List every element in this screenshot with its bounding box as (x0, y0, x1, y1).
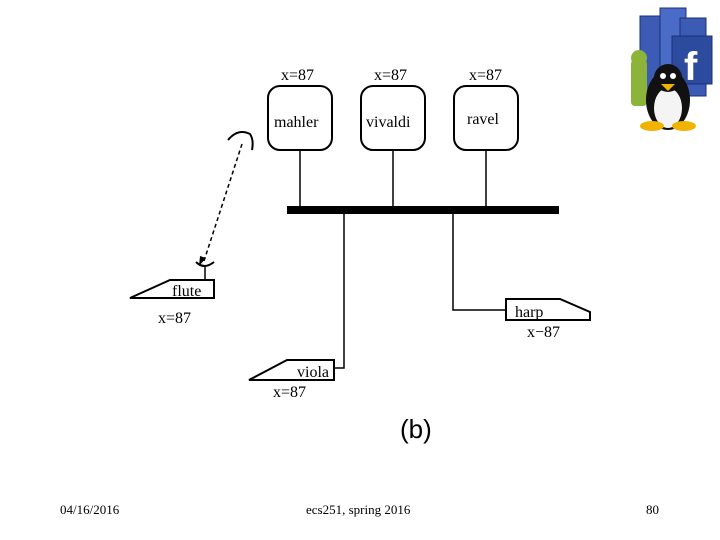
disk-node-name: viola (297, 364, 329, 381)
svg-text:f: f (684, 45, 698, 89)
machine-value: x=87 (374, 67, 407, 84)
mount-hook-icon (195, 261, 215, 267)
network-bus (287, 206, 559, 214)
disk-node-name: harp (515, 304, 543, 321)
disk-node-viola: viola x=87 (248, 359, 335, 401)
machine-value: x=87 (469, 67, 502, 84)
mount-hook-icon (227, 131, 254, 151)
disk-node-value: x=87 (158, 310, 191, 327)
footer-date: 04/16/2016 (60, 502, 120, 517)
linux-tux-logo (640, 64, 696, 131)
footer-course: ecs251, spring 2016 (306, 502, 411, 517)
android-logo (631, 50, 647, 106)
bus-link-viola (334, 214, 345, 369)
machine-value: x=87 (281, 67, 314, 84)
machine-name: vivaldi (366, 114, 411, 131)
machine-mahler: x=87 mahler (267, 67, 333, 151)
footer-page-number: 80 (646, 502, 659, 517)
machine-name: mahler (274, 114, 319, 131)
machine-name: ravel (467, 111, 500, 128)
diagram-caption: (b) (400, 414, 432, 444)
mount-dashed-line (202, 143, 243, 265)
disk-node-harp: harp x−87 (505, 298, 591, 341)
disk-node-value: x=87 (273, 384, 306, 401)
machine-vivaldi: x=87 vivaldi (360, 67, 426, 151)
machine-ravel: x=87 ravel (453, 67, 519, 151)
disk-node-name: flute (172, 283, 201, 300)
bus-link-harp (452, 214, 506, 311)
logo-cluster: f (631, 7, 713, 131)
mount-link (195, 131, 254, 280)
disk-node-value: x−87 (527, 324, 560, 341)
mount-arrowhead (199, 256, 206, 266)
disk-node-flute: flute x=87 (129, 279, 215, 327)
